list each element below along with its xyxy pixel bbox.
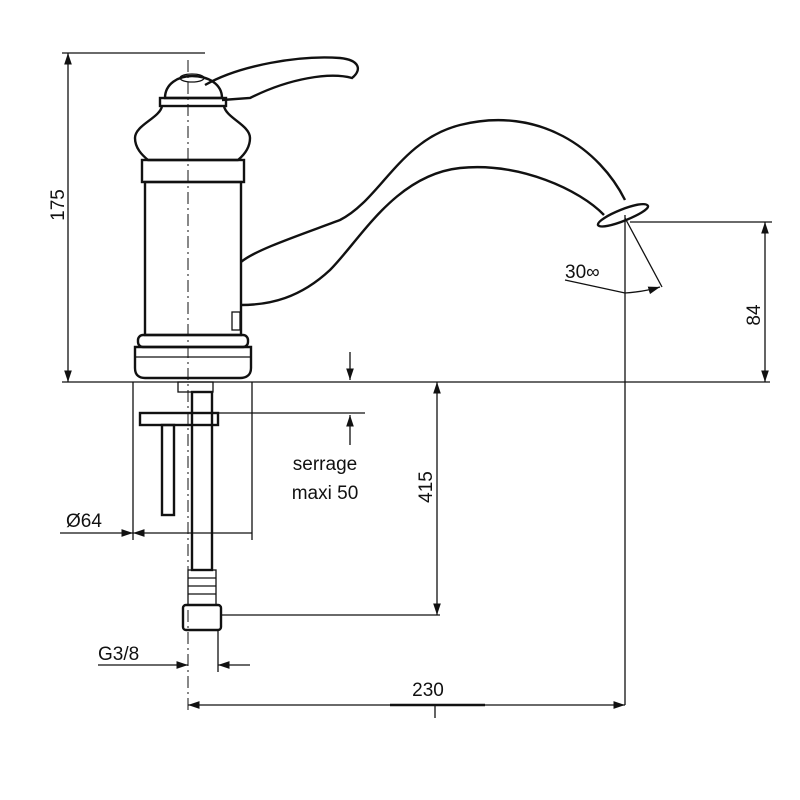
handle-cap <box>163 74 224 100</box>
dim-height-total: 175 <box>48 189 69 221</box>
mounting-parts <box>138 381 223 632</box>
dim-base-diameter: Ø64 <box>66 511 102 532</box>
dim-thread: G3/8 <box>98 644 139 665</box>
dim-spout-angle: 30∞ <box>565 262 600 283</box>
supply-pipe <box>190 390 214 572</box>
dim-pipe-length: 415 <box>416 471 437 503</box>
faucet-body <box>133 56 650 380</box>
bell <box>133 105 252 162</box>
clamp-label-line2: maxi 50 <box>292 483 359 504</box>
dim-spout-reach: 230 <box>412 680 444 701</box>
lever-handle <box>204 56 360 102</box>
spout-lower <box>240 166 605 307</box>
clamp-label-line1: serrage <box>293 454 357 475</box>
dim-spout-height: 84 <box>744 304 765 326</box>
body-cylinder <box>143 180 243 337</box>
spout-upper <box>240 119 627 263</box>
threaded-rod <box>160 423 176 517</box>
spout-nozzle <box>596 203 650 228</box>
clamp-plate <box>138 411 220 427</box>
connection-nut <box>181 603 223 632</box>
